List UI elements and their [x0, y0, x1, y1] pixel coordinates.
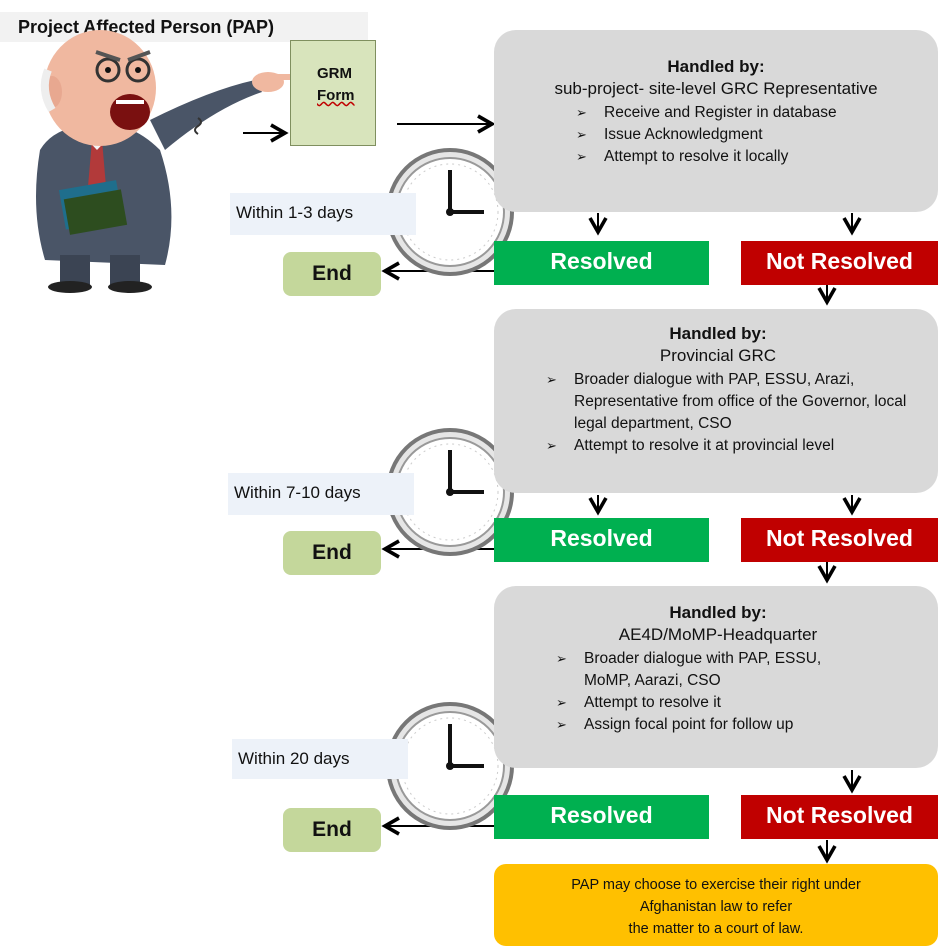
timeframe-label: Within 20 days — [232, 739, 408, 779]
grm-form-line2: Form — [317, 87, 355, 104]
end-terminal: End — [283, 531, 381, 575]
handler-task: Receive and Register in database — [576, 102, 924, 124]
handler-name: Provincial GRC — [659, 346, 777, 365]
handler-name: sub-project- site-level GRC Representati… — [554, 79, 878, 98]
handler-task: Issue Acknowledgment — [576, 124, 924, 146]
clock-icon — [386, 702, 514, 830]
clock-icon — [386, 428, 514, 556]
timeframe-label: Within 1-3 days — [230, 193, 416, 235]
handled-by-label: Handled by: — [669, 603, 767, 622]
resolved-status: Resolved — [494, 241, 709, 285]
resolved-status: Resolved — [494, 518, 709, 562]
not-resolved-status: Not Resolved — [741, 241, 938, 285]
resolved-status: Resolved — [494, 795, 709, 839]
handler-task: Attempt to resolve it — [556, 692, 838, 714]
clock-icon — [386, 148, 514, 276]
handler-task: Attempt to resolve it locally — [576, 146, 924, 168]
end-terminal: End — [283, 252, 381, 296]
page-title: Project Affected Person (PAP) — [0, 12, 368, 42]
handler-box-site-level: Handled by: sub-project- site-level GRC … — [494, 30, 938, 212]
not-resolved-status: Not Resolved — [741, 518, 938, 562]
court-note-line1: PAP may choose to exercise their right u… — [571, 877, 861, 893]
court-note-line2: Afghanistan law to refer — [639, 899, 793, 915]
court-referral-note: PAP may choose to exercise their right u… — [494, 864, 938, 946]
handler-name: AE4D/MoMP-Headquarter — [618, 625, 818, 644]
grm-form-line1: GRM — [317, 65, 352, 82]
handler-task: Broader dialogue with PAP, ESSU, Arazi, … — [546, 369, 928, 435]
grm-form-document: GRM Form — [290, 40, 376, 146]
handler-task: Attempt to resolve it at provincial leve… — [546, 435, 928, 457]
end-terminal: End — [283, 808, 381, 852]
handled-by-label: Handled by: — [667, 57, 765, 76]
handled-by-label: Handled by: — [669, 324, 767, 343]
timeframe-label: Within 7-10 days — [228, 473, 414, 515]
handler-box-provincial: Handled by: Provincial GRC Broader dialo… — [494, 309, 938, 493]
court-note-line3: the matter to a court of law. — [628, 921, 804, 937]
handler-task: Broader dialogue with PAP, ESSU, MoMP, A… — [556, 648, 838, 692]
not-resolved-status: Not Resolved — [741, 795, 938, 839]
handler-task: Assign focal point for follow up — [556, 714, 838, 736]
handler-box-headquarter: Handled by: AE4D/MoMP-Headquarter Broade… — [494, 586, 938, 768]
